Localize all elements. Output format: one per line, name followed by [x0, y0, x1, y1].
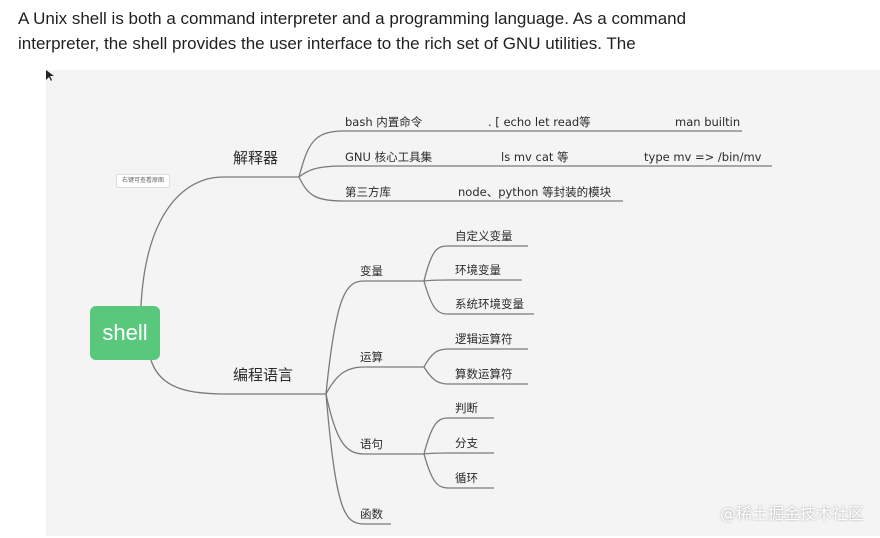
connector-prog-variables	[325, 280, 424, 395]
node-logical-operators: 逻辑运算符	[455, 332, 513, 346]
node-branch-statement: 分支	[455, 436, 478, 450]
connector-var-1	[423, 245, 528, 282]
connector-var-3	[423, 280, 534, 315]
intro-line-2: interpreter, the shell provides the user…	[18, 34, 636, 53]
node-functions: 函数	[360, 507, 383, 521]
node-loop-statement: 循环	[455, 471, 478, 485]
connector-op-2	[423, 366, 528, 385]
node-gnu-coreutils: GNU 核心工具集	[345, 150, 433, 164]
node-statements: 语句	[360, 437, 383, 451]
connector-stmt-3	[423, 453, 494, 489]
connector-var-2	[423, 279, 522, 282]
node-arithmetic-operators: 算数运算符	[455, 367, 513, 381]
connector-stmt-1	[423, 417, 494, 455]
juejin-watermark: @稀土掘金技术社区	[719, 504, 864, 523]
mindmap-root-node: shell	[90, 306, 160, 360]
node-custom-variables: 自定义变量	[455, 229, 513, 243]
node-gnu-coreutils-detail: ls mv cat 等	[501, 150, 569, 164]
node-system-env-variables: 系统环境变量	[455, 297, 524, 311]
mindmap-canvas: 右键可查看原图 shell 解释器 bash 内置命令 . [ echo let…	[46, 70, 880, 536]
connector-stmt-2	[423, 452, 494, 455]
connector-interp-row1	[298, 130, 742, 178]
node-if-statement: 判断	[455, 401, 478, 415]
node-bash-builtins-extra: man builtin	[675, 115, 741, 129]
connector-root-interpreter	[140, 176, 299, 307]
node-interpreter: 解释器	[233, 149, 279, 167]
node-bash-builtins-detail: . [ echo let read等	[488, 115, 591, 129]
intro-paragraph: A Unix shell is both a command interpret…	[18, 6, 868, 56]
connector-op-1	[423, 348, 528, 368]
connector-interp-row3	[298, 176, 623, 202]
node-bash-builtins: bash 内置命令	[345, 115, 423, 129]
node-variables: 变量	[360, 264, 383, 278]
connector-root-programming	[150, 359, 326, 395]
node-programming-language: 编程语言	[233, 366, 294, 384]
node-operators: 运算	[360, 350, 383, 364]
connector-prog-statements	[325, 393, 424, 455]
node-gnu-coreutils-extra: type mv => /bin/mv	[644, 150, 762, 164]
connector-interp-row2	[298, 165, 772, 178]
node-env-variables: 环境变量	[455, 263, 501, 277]
mouse-cursor-icon	[46, 70, 54, 81]
mindmap-connectors	[140, 130, 772, 525]
node-third-party: 第三方库	[345, 185, 391, 199]
intro-line-1: A Unix shell is both a command interpret…	[18, 9, 687, 28]
connector-prog-functions	[325, 393, 391, 525]
view-original-tooltip: 右键可查看原图	[116, 174, 171, 188]
connector-prog-operators	[325, 366, 424, 395]
node-third-party-detail: node、python 等封装的模块	[458, 185, 612, 199]
